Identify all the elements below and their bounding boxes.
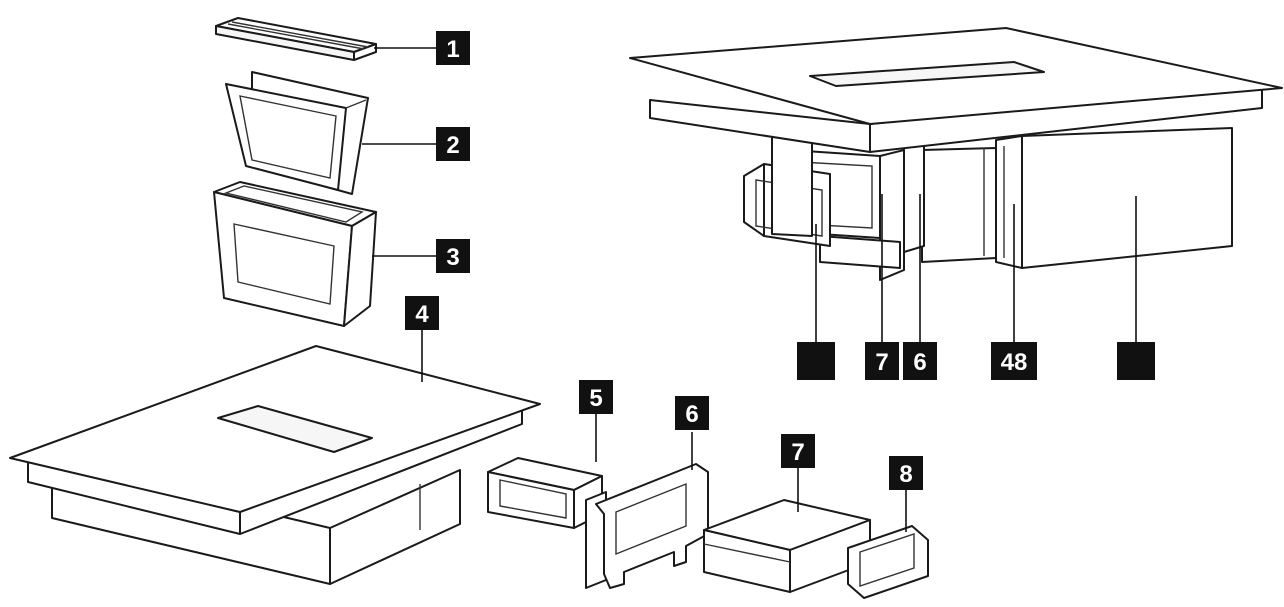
label-assembled-7-text: 7 (875, 349, 888, 376)
label-assembled-6: 6 (903, 342, 937, 380)
assembled-unit (629, 27, 1283, 281)
label-part-1: 1 (436, 31, 470, 65)
label-assembled-48-text: 48 (1001, 349, 1028, 376)
part-2-frame (225, 71, 369, 195)
label-part-4-text: 4 (415, 301, 429, 328)
part-7-duct-box (703, 499, 871, 593)
label-assembled-6-text: 6 (913, 349, 926, 376)
label-part-6: 6 (675, 396, 709, 430)
label-part-2: 2 (436, 127, 470, 161)
label-part-5: 5 (579, 380, 613, 414)
label-part-7-text: 7 (791, 439, 804, 466)
label-part-7: 7 (781, 434, 815, 468)
label-part-5-text: 5 (589, 385, 602, 412)
label-part-2-text: 2 (446, 132, 459, 159)
label-part-6-text: 6 (685, 401, 698, 428)
label-part-8-text: 8 (899, 461, 912, 488)
label-assembled-blank-left (797, 342, 835, 380)
part-6-gasket (585, 463, 709, 589)
part-4-cooktop (9, 345, 541, 585)
label-assembled-7: 7 (865, 342, 899, 380)
label-part-4: 4 (405, 296, 439, 330)
label-assembled-48: 48 (991, 342, 1037, 380)
label-part-8: 8 (889, 456, 923, 490)
part-1-filter-strip (215, 17, 377, 61)
label-part-3-text: 3 (446, 244, 459, 271)
label-part-3: 3 (436, 239, 470, 273)
label-part-1-text: 1 (446, 36, 459, 63)
label-assembled-blank-right (1117, 342, 1155, 380)
part-8-collar (847, 525, 929, 599)
part-3-housing (213, 181, 377, 327)
part-5-duct-sleeve (487, 457, 603, 529)
